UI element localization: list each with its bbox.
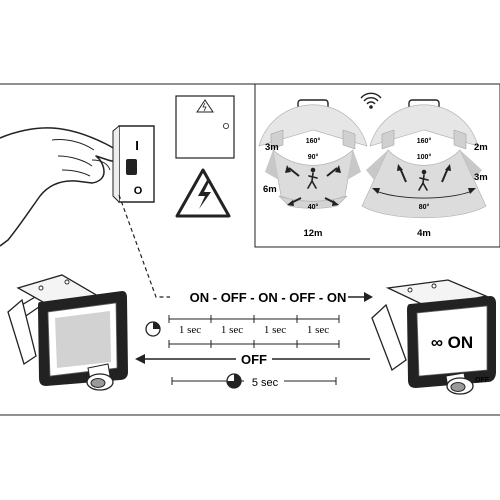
off-sequence: OFF 5 sec [135, 352, 370, 389]
off-duration: 5 sec [252, 377, 279, 389]
switch-off-mark: O [134, 185, 143, 197]
floodlight-right: ∞ ON OFF [371, 279, 496, 395]
hand-icon [0, 127, 121, 247]
high-voltage-warning-icon [175, 168, 231, 218]
sequence-label: ON - OFF - ON - OFF - ON [190, 290, 347, 305]
wifi-signal-icon [360, 92, 382, 109]
electric-box-icon [175, 95, 235, 159]
stopwatch-icon [145, 321, 161, 337]
sensor-panel: 160° 90° 40° 3m 6m 12m [254, 83, 500, 248]
switch-on-mark: I [135, 138, 139, 153]
on-off-sequence: ON - OFF - ON - OFF - ON 1 sec 1 sec 1 s… [145, 290, 373, 348]
floodlight-left [7, 274, 128, 391]
dashed-connector [118, 194, 170, 298]
person-icon [307, 167, 318, 189]
stopwatch-icon [226, 373, 242, 389]
left-angle-mid: 90° [308, 153, 319, 161]
left-angle-outer: 160° [306, 137, 321, 145]
interval-4: 1 sec [307, 324, 329, 336]
person-icon [418, 169, 429, 191]
right-angle-outer: 160° [417, 137, 432, 145]
left-angle-inner: 40° [308, 203, 319, 211]
right-height-top: 2m [474, 142, 488, 153]
sensor-diagram-left: 160° 90° 40° [258, 99, 368, 211]
right-angle-mid: 100° [417, 153, 432, 161]
right-range: 4m [417, 228, 431, 239]
left-range: 12m [303, 228, 322, 239]
left-height-mid: 6m [263, 184, 277, 195]
interval-1: 1 sec [179, 324, 201, 336]
right-angle-inner: 80° [419, 203, 430, 211]
interval-3: 1 sec [264, 324, 286, 336]
off-label: OFF [241, 352, 267, 367]
left-height-top: 3m [265, 142, 279, 153]
right-lamp-mode: ∞ ON [431, 333, 473, 352]
interval-2: 1 sec [221, 324, 243, 336]
right-height-mid: 3m [474, 172, 488, 183]
right-lamp-sensor-tag: OFF [475, 377, 490, 384]
wall-switch-icon: I O [112, 125, 155, 203]
sensor-diagram-right: 160° 100° 80° [361, 99, 487, 219]
